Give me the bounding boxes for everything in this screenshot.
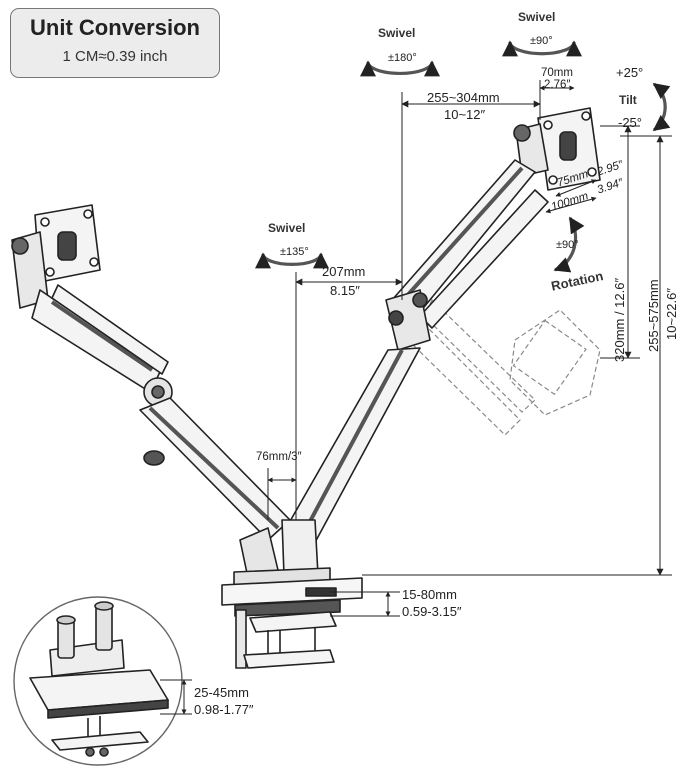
- grommet-in: 0.98-1.77″: [194, 702, 254, 717]
- arm-reach-in: 10~12″: [444, 107, 486, 122]
- total-height-mm: 255~575mm: [646, 279, 661, 352]
- grommet-inset: [13, 596, 183, 766]
- swivel-label-elbow: Swivel: [268, 221, 306, 235]
- lower-arm-in: 8.15″: [330, 283, 360, 298]
- tilt-label: Tilt: [619, 93, 637, 107]
- swivel-angle-elbow: ±135°: [280, 246, 309, 258]
- arm-reach-mm: 255~304mm: [427, 90, 500, 105]
- unit-conversion-box: Unit Conversion 1 CM≈0.39 inch: [10, 8, 220, 78]
- left-arm: [11, 204, 291, 541]
- motion-arcs: [255, 40, 671, 273]
- swivel-label-head: Swivel: [518, 10, 556, 24]
- right-arm: [284, 107, 601, 549]
- pole-base: [221, 519, 363, 669]
- lower-arm-mm: 207mm: [322, 264, 366, 279]
- clamp-in: 0.59-3.15″: [402, 604, 462, 619]
- tilt-down: -25°: [618, 115, 642, 130]
- pole-width: 76mm/3″: [256, 451, 302, 463]
- top-offset-in: 2.76″: [544, 79, 571, 91]
- swivel-angle-head: ±90°: [530, 35, 553, 47]
- swivel-angle-top: ±180°: [388, 52, 417, 64]
- grommet-mm: 25-45mm: [194, 685, 249, 700]
- unit-conversion-title: Unit Conversion: [30, 15, 200, 40]
- clamp-mm: 15-80mm: [402, 587, 457, 602]
- top-offset-mm: 70mm: [541, 67, 573, 79]
- unit-conversion-subtitle: 1 CM≈0.39 inch: [62, 48, 168, 65]
- tilt-up: +25°: [616, 65, 644, 80]
- dimension-lines: [160, 80, 672, 715]
- height-range: 320mm / 12.6″: [612, 277, 627, 362]
- total-height-in: 10~22.6″: [664, 288, 679, 340]
- rotation-angle: ±90°: [556, 239, 579, 251]
- swivel-label-top: Swivel: [378, 26, 416, 40]
